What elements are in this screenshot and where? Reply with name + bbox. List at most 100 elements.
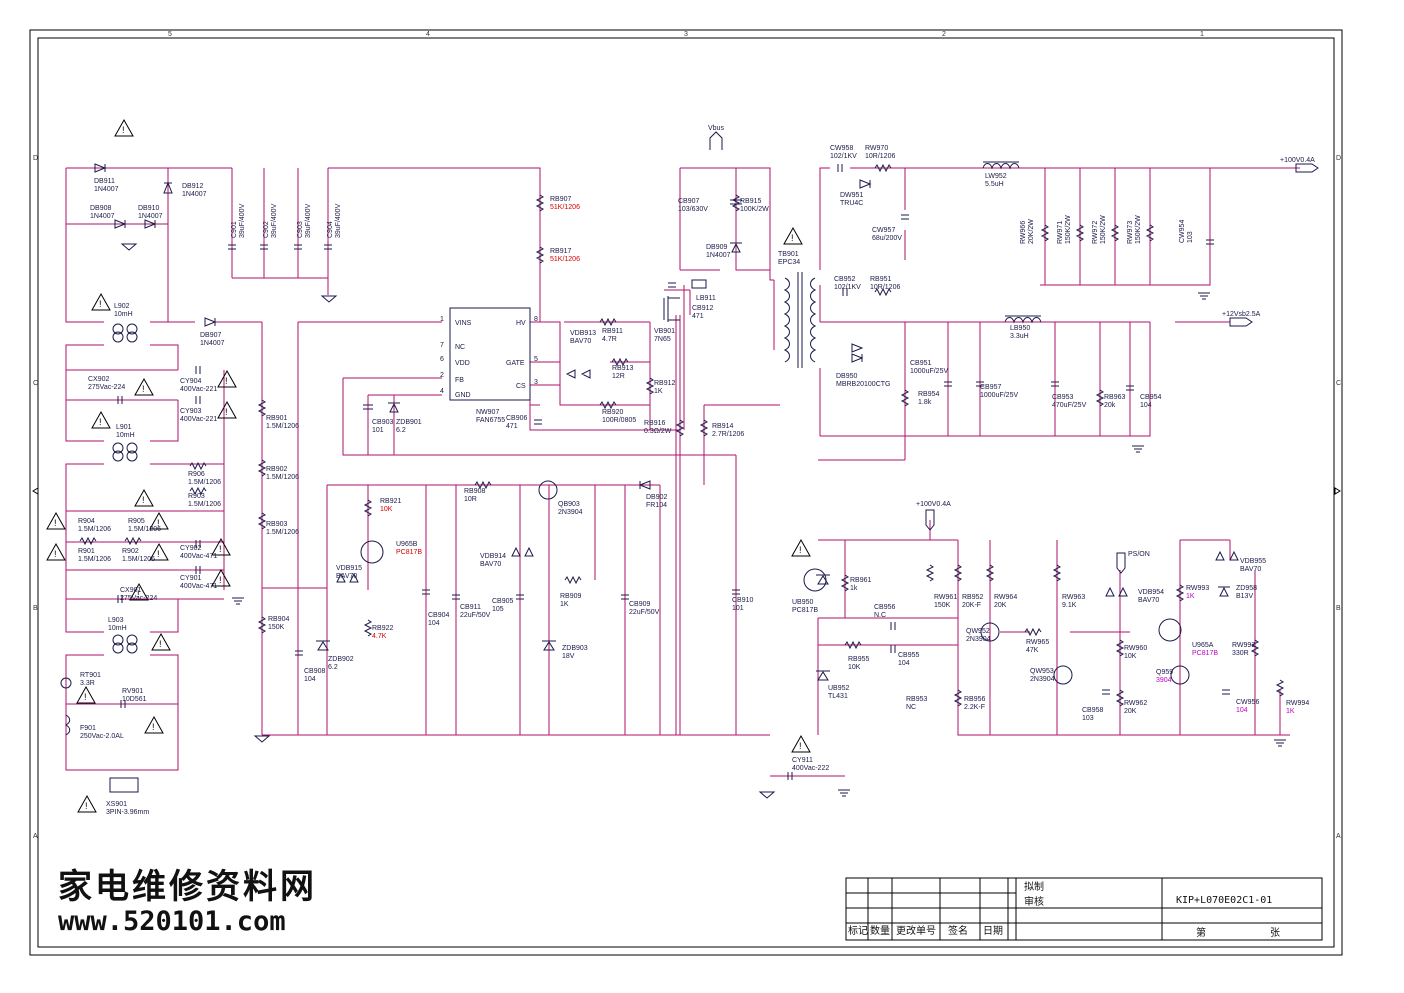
title-draft: 拟制 bbox=[1024, 880, 1044, 893]
warning-icons: ! ! ! ! ! ! ! ! ! ! ! ! ! ! ! ! ! ! ! ! … bbox=[46, 118, 811, 813]
part-value: 400Vac-221 bbox=[180, 386, 217, 393]
part-value: MBRB20100CTG bbox=[836, 381, 890, 388]
part-ref: RB961 bbox=[850, 577, 872, 584]
part-value: TL431 bbox=[828, 693, 848, 700]
part-value: 104 bbox=[1236, 707, 1248, 714]
part-value: EPC34 bbox=[778, 259, 800, 266]
part-ref: CB905 bbox=[492, 598, 514, 605]
part-ref: RB963 bbox=[1104, 394, 1126, 401]
part-value: FR104 bbox=[646, 502, 667, 509]
part-value: 3.3uH bbox=[1010, 333, 1029, 340]
part-value: 102/1KV bbox=[830, 153, 857, 160]
part-ref: QW952 bbox=[966, 628, 990, 635]
part-value: 100K/2W bbox=[740, 206, 769, 213]
part-value: 39uF/400V bbox=[239, 203, 246, 238]
part-value: 1.5M/1206 bbox=[78, 526, 111, 533]
part-ref: LB911 bbox=[696, 295, 716, 302]
part-ref: ZDB903 bbox=[562, 645, 588, 652]
title-check: 审核 bbox=[1024, 895, 1044, 908]
part-value: 275Vac-224 bbox=[88, 384, 125, 391]
part-ref: RB951 bbox=[870, 276, 892, 283]
svg-text:!: ! bbox=[137, 589, 140, 599]
part-ref: RB922 bbox=[372, 625, 394, 632]
part-value: 47K bbox=[1026, 647, 1039, 654]
part-ref: CB910 bbox=[732, 597, 754, 604]
part-value: BAV70 bbox=[570, 338, 591, 345]
part-ref: DB911 bbox=[94, 178, 115, 185]
part-ref: CB955 bbox=[898, 652, 920, 659]
zone-side-1: D bbox=[33, 155, 38, 162]
part-value: 150K/2W bbox=[1065, 215, 1072, 244]
ic-pin-num: 6 bbox=[440, 356, 444, 363]
zone-side-2: C bbox=[33, 380, 38, 387]
zone-side-r4: A bbox=[1336, 833, 1341, 840]
part-value: 18V bbox=[562, 653, 575, 660]
part-value: 39uF/400V bbox=[271, 203, 278, 238]
part-value: 1.5M/1206 bbox=[266, 474, 299, 481]
part-value: 1K bbox=[1286, 708, 1295, 715]
part-value: 400Vac-471 bbox=[180, 583, 217, 590]
part-value: 10mH bbox=[108, 625, 127, 632]
part-ref: DB907 bbox=[200, 332, 222, 339]
diode-db912 bbox=[163, 181, 173, 194]
part-ref: CB958 bbox=[1082, 707, 1104, 714]
warning-icon: ! bbox=[149, 542, 169, 561]
part-ref: RT901 bbox=[80, 672, 101, 679]
part-ref: R904 bbox=[78, 518, 95, 525]
net-labels: Vbus +100V0.4A +12Vsb2.5A PS/ON +100V0.4… bbox=[708, 125, 1315, 558]
part-ref: CX902 bbox=[88, 376, 110, 383]
wires bbox=[65, 167, 1300, 777]
part-ref: C902 bbox=[263, 221, 270, 238]
part-value: 2.7R/1206 bbox=[712, 431, 744, 438]
part-ref: U965A bbox=[1192, 642, 1214, 649]
part-ref: ZDB901 bbox=[396, 419, 422, 426]
part-ref: RB920 bbox=[602, 409, 624, 416]
part-ref: QW953 bbox=[1030, 668, 1054, 675]
components bbox=[60, 131, 1319, 799]
part-value: 51K/1206 bbox=[550, 204, 580, 211]
part-ref: VDB915 bbox=[336, 565, 362, 572]
outer-border bbox=[29, 29, 1343, 956]
part-ref: RW965 bbox=[1026, 639, 1049, 646]
warning-icon: ! bbox=[134, 488, 154, 507]
part-ref: CB953 bbox=[1052, 394, 1074, 401]
title-header: 签名 bbox=[948, 924, 968, 937]
part-value: NC bbox=[906, 704, 916, 711]
part-ref: L901 bbox=[116, 424, 132, 431]
part-ref: DB902 bbox=[646, 494, 668, 501]
part-ref: CB909 bbox=[629, 601, 651, 608]
part-ref: RB955 bbox=[848, 656, 870, 663]
part-ref: RB904 bbox=[268, 616, 290, 623]
part-ref: VDB914 bbox=[480, 553, 506, 560]
title-header: 标记 bbox=[848, 925, 868, 937]
part-value: 104 bbox=[428, 620, 440, 627]
